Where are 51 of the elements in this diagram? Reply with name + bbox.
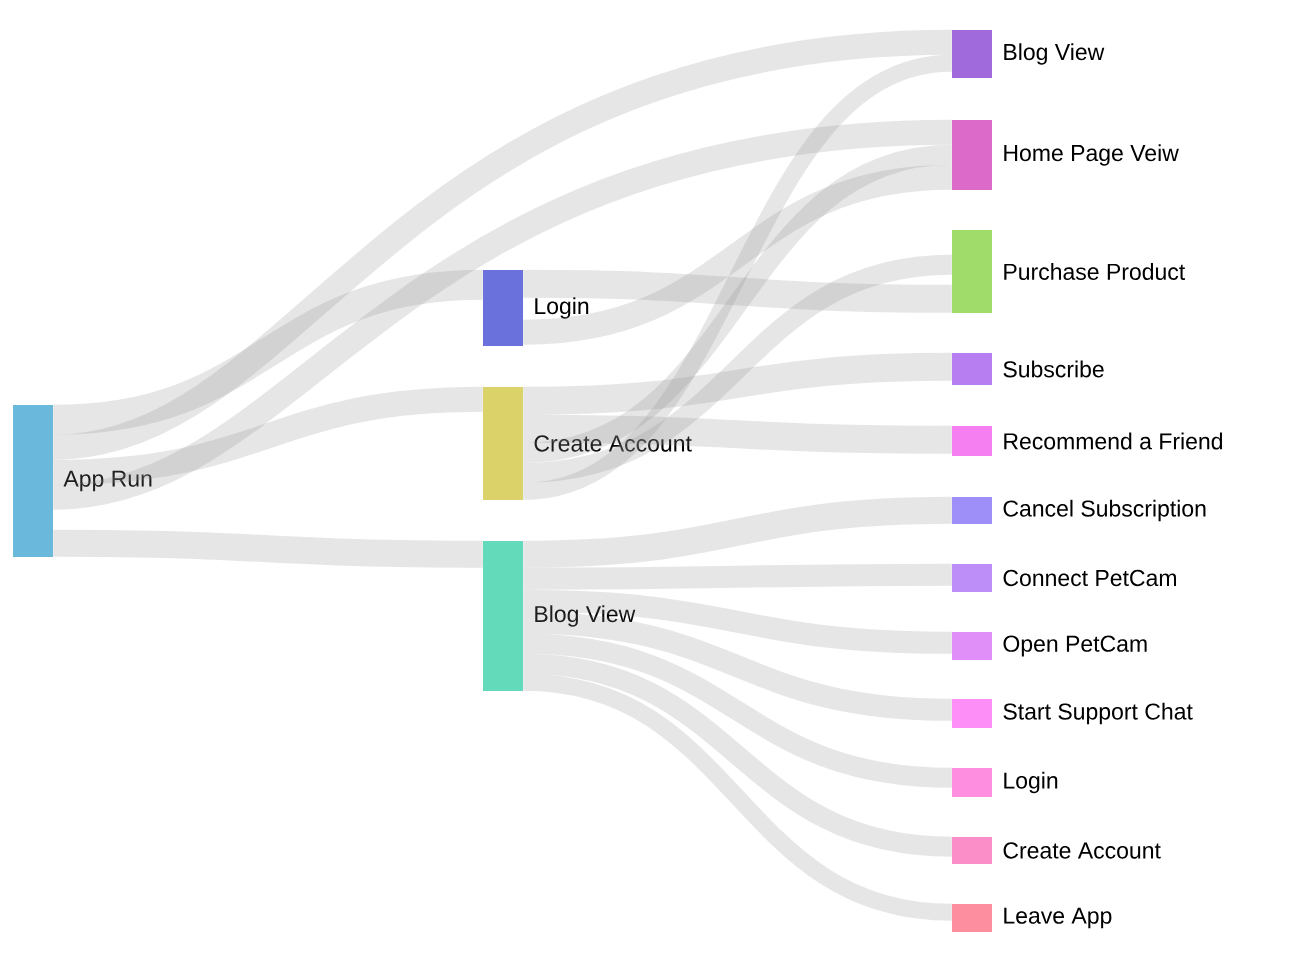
node-label: Connect PetCam [1003,569,1176,587]
flow-band [523,414,952,454]
sankey-bar: Blog View [952,30,1105,78]
node-label: Purchase Product [1004,263,1186,280]
sankey-bar: Start Support Chat [952,699,1193,728]
flow-band [51,119,953,510]
flow-band [522,673,953,921]
sankey-bar: Cancel Subscription [952,497,1206,524]
flow-band [52,269,484,435]
node-label: Blog View [1004,43,1105,65]
sankey-bar: Open PetCam [952,632,1147,660]
node-label: Blog View [535,605,636,627]
node-label: Start Support Chat [1003,702,1193,725]
sankey-bar: Blog View [483,541,636,691]
flow-band [52,386,484,485]
node-label: Create Account [1003,842,1161,859]
sankey-bar: Leave App [952,904,1112,932]
flow-band [523,589,952,654]
node-label: Subscribe [1003,360,1104,378]
flow-band [522,633,953,788]
sankey-bar: Create Account [483,387,692,500]
flow-band [51,29,953,460]
node-label: App Run [63,470,152,492]
flow-band [522,144,953,463]
flow-band [522,611,953,721]
node-label: Create Account [534,435,692,452]
sankey-bar: Create Account [952,837,1161,864]
node-label: Leave App [1004,907,1112,929]
node-label: Cancel Subscription [1003,499,1206,522]
node-label: Login [535,297,589,319]
node-label: Open PetCam [1003,635,1147,657]
sankey-bar: Login [952,768,1058,797]
sankey-bar: Subscribe [952,353,1104,385]
sankey-bar: Home Page Veiw [952,120,1179,190]
flow-band [522,653,953,857]
flow-band [523,269,952,313]
sankey-bar: Recommend a Friend [952,426,1223,456]
flow-band [522,254,953,483]
node-label: Home Page Veiw [1004,144,1179,166]
sankey-bar: Connect PetCam [952,564,1176,592]
node-label: Login [1004,771,1058,794]
sankey-bar: App Run [13,405,152,557]
flow-band [53,529,483,568]
flow-band [523,563,952,590]
sankey-bar: Login [483,270,589,346]
node-label: Recommend a Friend [1004,432,1223,450]
flow-band [522,496,953,568]
sankey-bar: Purchase Product [952,230,1186,313]
flow-band [522,164,953,345]
flow-band [523,352,952,415]
flow-band [521,54,954,500]
